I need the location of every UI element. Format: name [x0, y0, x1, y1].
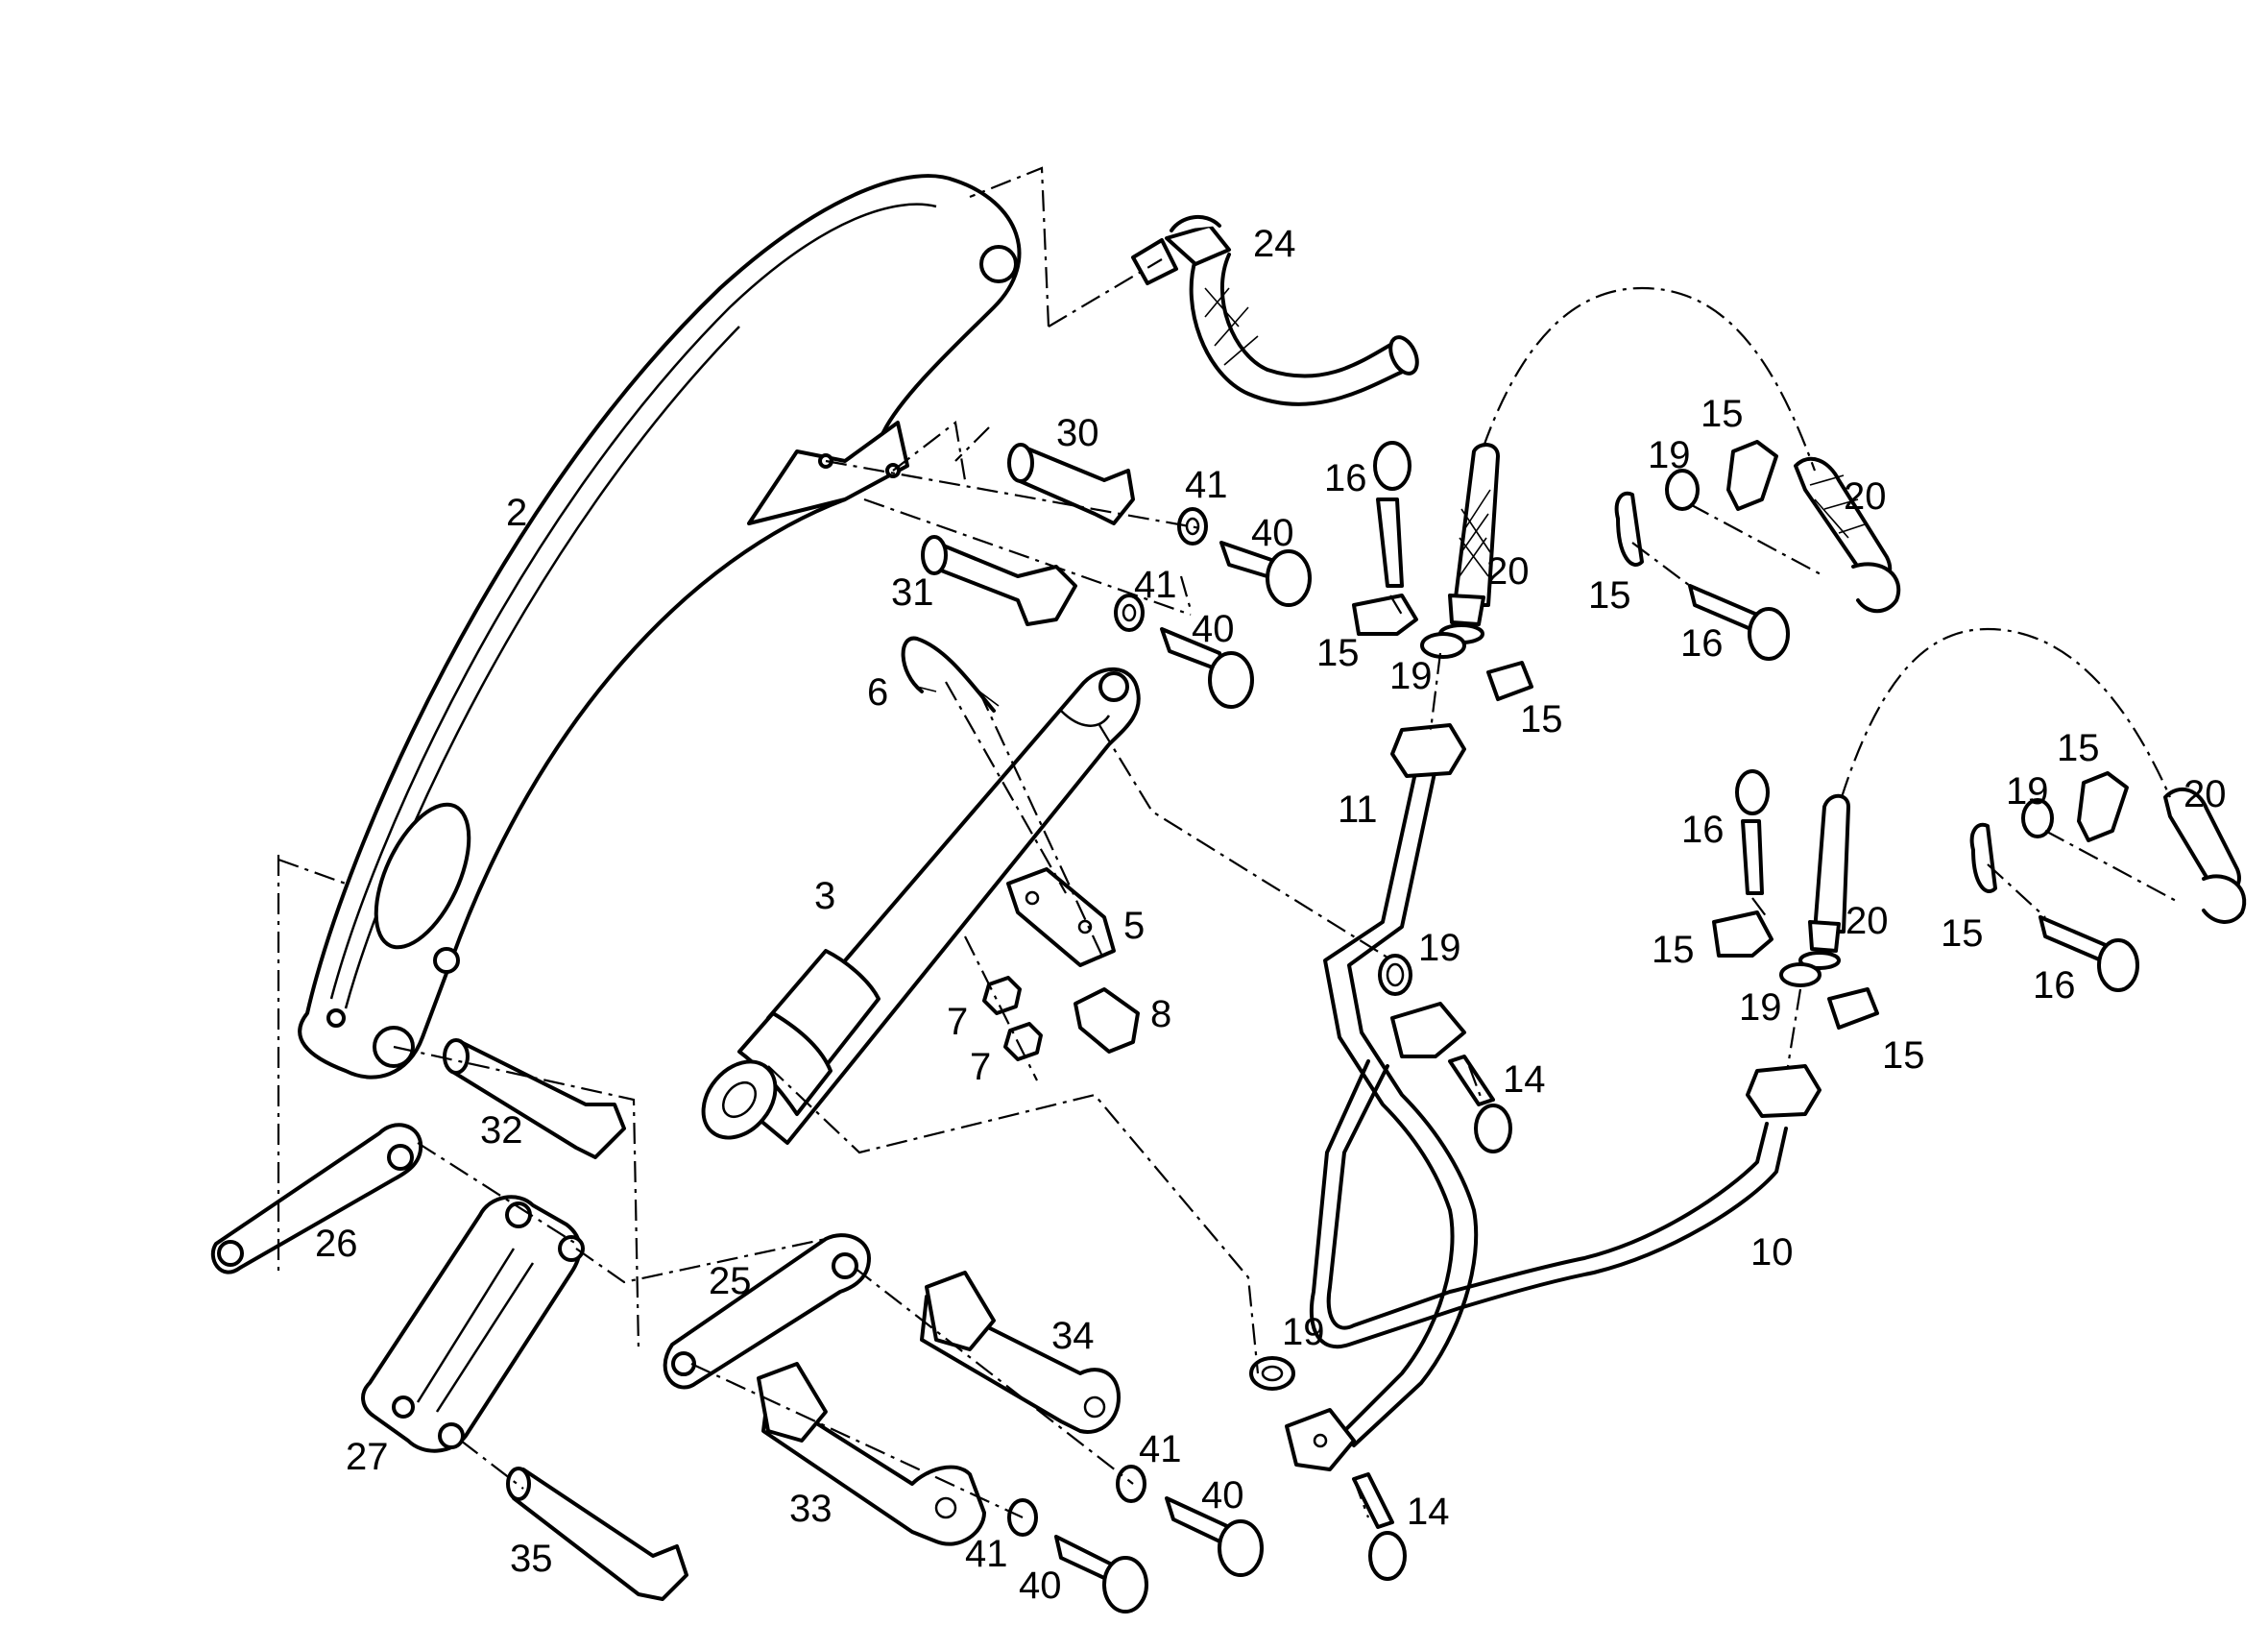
label-20d: 20	[1846, 900, 1889, 942]
hose-part-20-upper-left	[1438, 443, 1500, 644]
label-27: 27	[346, 1436, 389, 1478]
label-15h: 15	[1882, 1034, 1925, 1077]
label-20a: 20	[1844, 475, 1887, 518]
label-19d: 19	[2006, 770, 2049, 813]
bolt-part-40d	[1054, 1535, 1148, 1614]
washer-part-41a	[1177, 507, 1208, 546]
u-bolt-part-6	[901, 636, 1000, 713]
label-30: 30	[1056, 412, 1099, 454]
pin-part-30	[1007, 443, 1135, 525]
label-11: 11	[1338, 789, 1378, 831]
label-35: 35	[510, 1538, 553, 1580]
label-20b: 20	[1486, 550, 1530, 593]
label-14a: 14	[1503, 1058, 1546, 1101]
pin-part-31	[921, 535, 1077, 626]
label-25: 25	[709, 1260, 752, 1302]
screw-part-16-upper	[1373, 441, 1790, 661]
label-3: 3	[814, 875, 835, 917]
label-15b: 15	[1588, 574, 1631, 617]
link-part-25	[663, 1233, 871, 1390]
label-34: 34	[1051, 1315, 1095, 1357]
label-15g: 15	[1652, 929, 1695, 971]
hose-part-20-upper-right	[1794, 456, 1901, 614]
bolt-part-40b	[1160, 627, 1254, 709]
label-24: 24	[1253, 223, 1296, 265]
label-16c: 16	[1681, 809, 1725, 851]
sleeve-part-33	[757, 1362, 986, 1546]
label-16b: 16	[1680, 622, 1724, 665]
label-41c: 41	[1139, 1428, 1182, 1470]
screw-part-16-lower	[1735, 769, 2139, 992]
label-15f: 15	[1941, 912, 1984, 955]
sleeve-part-34	[920, 1271, 1121, 1434]
lift-arm-part-2	[298, 174, 1022, 1080]
pipe-part-10	[1309, 1059, 1822, 1349]
pin-part-35	[506, 1467, 688, 1601]
screw-part-14a	[1448, 1055, 1512, 1153]
label-8: 8	[1150, 993, 1171, 1035]
label-31: 31	[891, 571, 934, 614]
label-5: 5	[1123, 905, 1145, 947]
assembly-center-lines	[277, 166, 2181, 1518]
screw-part-14b	[1352, 1472, 1407, 1581]
label-19e: 19	[1739, 986, 1782, 1029]
hose-curve-lower	[1840, 627, 2172, 798]
hose-curve-upper	[1482, 286, 1817, 472]
label-16a: 16	[1324, 457, 1367, 499]
label-19f: 19	[1282, 1311, 1325, 1353]
label-15e: 15	[2057, 727, 2100, 769]
label-14b: 14	[1407, 1491, 1450, 1533]
bolt-part-40a	[1219, 541, 1312, 607]
label-40d: 40	[1019, 1565, 1062, 1607]
label-20c: 20	[2184, 773, 2227, 815]
bellcrank-part-27	[361, 1195, 585, 1453]
flange-block-14-upper	[1390, 1002, 1466, 1058]
hose-part-20-lower-left	[1798, 793, 1850, 970]
label-15a: 15	[1701, 393, 1744, 435]
label-32: 32	[480, 1109, 523, 1152]
clamp-part-15-upper	[1352, 440, 1778, 701]
nut-part-7a	[982, 976, 1022, 1015]
label-26: 26	[315, 1223, 358, 1265]
clamp-part-8	[1074, 987, 1140, 1054]
label-7b: 7	[970, 1046, 991, 1088]
hose-part-20-lower-right	[2163, 787, 2247, 924]
o-ring-part-19c	[1378, 954, 1412, 996]
label-10: 10	[1750, 1231, 1794, 1274]
label-41a: 41	[1185, 464, 1228, 506]
label-16d: 16	[2033, 964, 2076, 1007]
label-40b: 40	[1192, 608, 1235, 650]
o-ring-part-19-upper	[1420, 469, 1700, 659]
label-40a: 40	[1251, 512, 1294, 554]
label-15c: 15	[1316, 632, 1360, 674]
hose-part-24	[1131, 214, 1419, 406]
label-41d: 41	[965, 1533, 1008, 1575]
flange-block-14-lower	[1285, 1408, 1356, 1471]
label-2: 2	[506, 492, 527, 534]
hydraulic-cylinder-part-3	[701, 667, 1141, 1145]
o-ring-part-19d	[1249, 1356, 1295, 1391]
pipe-part-11	[1323, 723, 1479, 1447]
label-19b: 19	[1389, 655, 1433, 697]
link-part-26	[210, 1123, 423, 1274]
clamp-part-5	[1006, 867, 1116, 967]
label-41b: 41	[1134, 564, 1177, 606]
washer-part-41c	[1116, 1465, 1146, 1503]
label-40c: 40	[1201, 1474, 1244, 1517]
label-19a: 19	[1648, 434, 1691, 476]
washer-part-41b	[1114, 594, 1145, 632]
clamp-part-15-lower	[1712, 771, 2129, 1030]
label-19c: 19	[1418, 927, 1461, 969]
part-labels: 2 3 5 6 7 7 8 10 11 14 14 15 15 15 15 15…	[315, 223, 2227, 1607]
bolt-part-40c	[1165, 1496, 1264, 1577]
label-6: 6	[867, 671, 888, 714]
pin-part-32	[443, 1038, 626, 1159]
o-ring-part-19-lower	[1779, 798, 2054, 987]
label-15d: 15	[1520, 698, 1563, 740]
label-7a: 7	[947, 1001, 968, 1043]
label-33: 33	[789, 1488, 832, 1530]
